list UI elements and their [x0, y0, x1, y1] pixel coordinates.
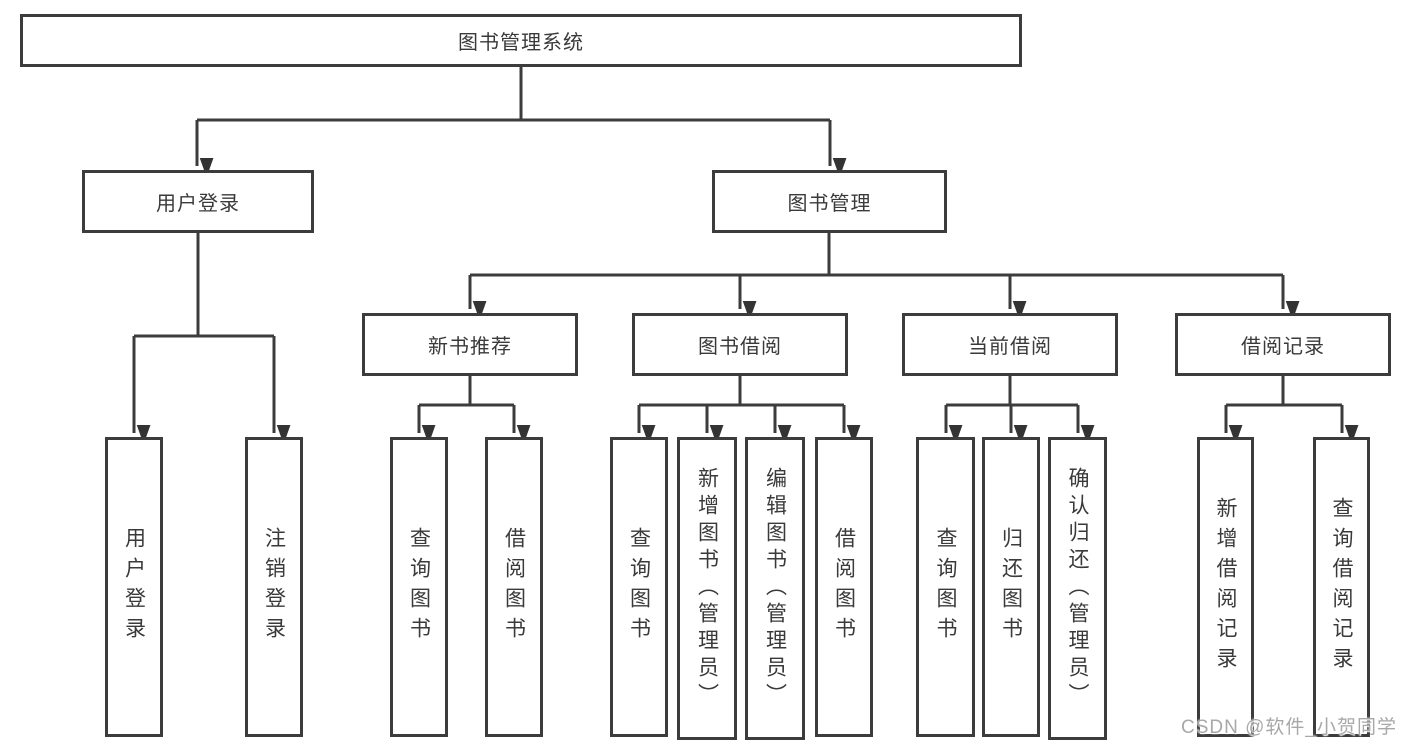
node-book-borrow: 图书借阅 [632, 313, 848, 376]
node-current-borrow: 当前借阅 [902, 313, 1118, 376]
leaf-bb-borrow-books: 借阅图书 [815, 437, 873, 737]
node-user-login: 用户登录 [82, 170, 314, 233]
leaf-nb-query-books: 查询图书 [390, 437, 448, 737]
leaf-nb-borrow-books: 借阅图书 [485, 437, 543, 737]
node-borrow-records: 借阅记录 [1175, 313, 1391, 376]
leaf-cb-return-books: 归还图书 [982, 437, 1040, 737]
leaf-logout: 注销登录 [245, 437, 303, 737]
leaf-br-query-record: 查询借阅记录 [1313, 437, 1370, 737]
node-new-books: 新书推荐 [362, 313, 578, 376]
leaf-user-login: 用户登录 [105, 437, 163, 737]
leaf-br-add-record: 新增借阅记录 [1197, 437, 1254, 737]
leaf-bb-edit-books-admin: 编辑图书（管理员） [745, 437, 805, 740]
node-root-system: 图书管理系统 [20, 14, 1022, 67]
node-book-mgmt: 图书管理 [712, 170, 947, 233]
csdn-watermark: CSDN @软件_小贺同学 [1181, 717, 1397, 738]
leaf-cb-query-books: 查询图书 [916, 437, 975, 737]
leaf-bb-add-books-admin: 新增图书（管理员） [677, 437, 737, 740]
leaf-bb-query-books: 查询图书 [610, 437, 668, 737]
leaf-cb-confirm-return-admin: 确认归还（管理员） [1048, 437, 1107, 740]
